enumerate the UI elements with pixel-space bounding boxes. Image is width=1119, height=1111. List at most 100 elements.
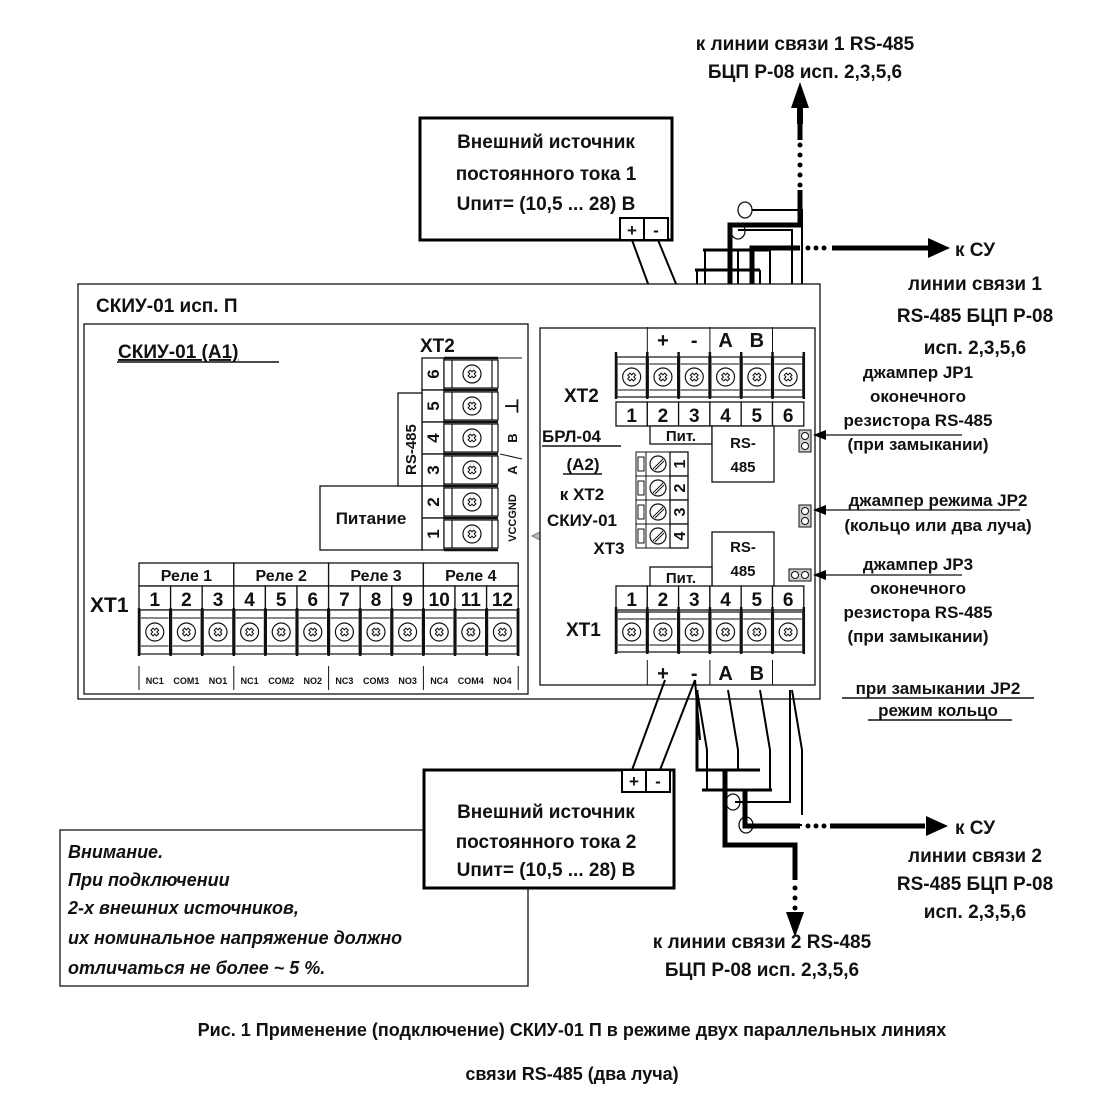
a2-xt1-screw-3[interactable] bbox=[684, 622, 704, 642]
a1-title: СКИУ-01 (А1) bbox=[118, 342, 238, 363]
a1-xt1-screw-9[interactable] bbox=[398, 622, 418, 642]
a2-xt1-screw-2[interactable] bbox=[653, 622, 673, 642]
a2-xt1-rs-label-2: 485 bbox=[730, 563, 755, 580]
a1-xt1-pin-12: 12 bbox=[492, 590, 513, 611]
a1-xt1-screw-8[interactable] bbox=[366, 622, 386, 642]
a2-xt1-screw-5[interactable] bbox=[747, 622, 767, 642]
a2-xt2-pin-4: 4 bbox=[720, 406, 731, 427]
a2-xt2-screw-2[interactable] bbox=[653, 367, 673, 387]
warning-line-4: их номинальное напряжение должно bbox=[68, 928, 402, 948]
a2-xt3-label: ХТ3 bbox=[593, 539, 624, 558]
a2-xt1-sign-1: + bbox=[657, 663, 669, 685]
a1-xt2-signal-a: A bbox=[505, 465, 520, 475]
a2-xt1-screw-1[interactable] bbox=[622, 622, 642, 642]
a2-xt2-label: ХТ2 bbox=[564, 386, 599, 407]
a1-xt1-screw-5[interactable] bbox=[271, 622, 291, 642]
a1-xt1-screw-6[interactable] bbox=[303, 622, 323, 642]
a2-xt2-screw-3[interactable] bbox=[684, 367, 704, 387]
a2-xt2-sign-1: + bbox=[657, 330, 669, 352]
a2-subtitle: (А2) bbox=[566, 455, 599, 474]
a1-xt1-label: ХТ1 bbox=[90, 594, 129, 617]
a2-xt2-pin-1: 1 bbox=[626, 406, 637, 427]
su-line2-label-3: RS-485 БЦП Р-08 bbox=[897, 874, 1053, 895]
a2-xt2-screw-5[interactable] bbox=[747, 367, 767, 387]
a1-rs485-label: RS-485 bbox=[403, 424, 420, 475]
psu1-label-3: Uпит= (10,5 ... 28) В bbox=[457, 194, 636, 215]
a2-xt1-pin-1: 1 bbox=[626, 590, 637, 611]
a1-xt1-pin-10: 10 bbox=[429, 590, 450, 611]
a2-xt2-screw-6[interactable] bbox=[778, 367, 798, 387]
warning-line-2: При подключении bbox=[68, 870, 230, 890]
a1-xt1-signal-3: NO1 bbox=[209, 676, 228, 686]
a1-xt1-signal-10: NC4 bbox=[430, 676, 448, 686]
a1-xt1-pin-5: 5 bbox=[276, 590, 287, 611]
su-line2-label-4: исп. 2,3,5,6 bbox=[924, 902, 1026, 923]
bottom-line2-label-1: к линии связи 2 RS-485 bbox=[653, 932, 872, 953]
a2-xt2-pin-5: 5 bbox=[752, 406, 763, 427]
a2-xt2-sign-4: B bbox=[750, 330, 764, 352]
jumper-jp1[interactable] bbox=[798, 429, 812, 453]
a2-xt3-pin-4: 4 bbox=[672, 531, 689, 540]
a1-xt2-screw-2[interactable] bbox=[462, 492, 482, 512]
psu2-label-1: Внешний источник bbox=[457, 802, 635, 823]
a1-xt2-screw-6[interactable] bbox=[462, 364, 482, 384]
a2-xt3-screw-1[interactable] bbox=[649, 455, 667, 473]
a2-xt1-sign-2: - bbox=[691, 663, 698, 685]
a2-xt3-pin-1: 1 bbox=[672, 459, 689, 468]
a2-xt1-screw-6[interactable] bbox=[778, 622, 798, 642]
a1-xt1-screw-2[interactable] bbox=[176, 622, 196, 642]
a1-xt2-signal-b: B bbox=[505, 433, 520, 442]
a1-xt1-screw-1[interactable] bbox=[145, 622, 165, 642]
psu1-box: Внешний источник постоянного тока 1 Uпит… bbox=[418, 116, 674, 242]
a2-xt2-pin-6: 6 bbox=[783, 406, 794, 427]
a1-xt1-screw-12[interactable] bbox=[492, 622, 512, 642]
a1-xt1-screw-11[interactable] bbox=[461, 622, 481, 642]
jumper-jp2[interactable] bbox=[798, 504, 812, 528]
warning-box: Внимание. При подключении 2-х внешних ис… bbox=[59, 829, 529, 987]
a1-xt2-pin-5: 5 bbox=[424, 401, 443, 410]
jumper-jp3[interactable] bbox=[788, 568, 812, 582]
warning-line-1: Внимание. bbox=[68, 842, 163, 862]
a1-xt2-label: ХТ2 bbox=[420, 336, 455, 357]
a1-xt1-pin-4: 4 bbox=[244, 590, 255, 611]
device-title: СКИУ-01 исп. П bbox=[96, 296, 237, 317]
a1-rs485-box bbox=[397, 392, 423, 487]
caption-line-1: Рис. 1 Применение (подключение) СКИУ-01 … bbox=[198, 1020, 947, 1040]
a1-xt2-signal-ground: ⊥ bbox=[502, 398, 522, 414]
a2-xt2-pin-3: 3 bbox=[689, 406, 700, 427]
psu2-plus-terminal: + bbox=[629, 772, 639, 791]
a1-power-box bbox=[319, 485, 423, 551]
psu2-box: + - Внешний источник постоянного тока 2 … bbox=[422, 768, 676, 890]
caption-line-2: связи RS-485 (два луча) bbox=[465, 1064, 678, 1084]
a1-relay-label-1: Реле 1 bbox=[161, 568, 212, 585]
a2-xt3-screw-2[interactable] bbox=[649, 479, 667, 497]
a1-xt2-pin-1: 1 bbox=[424, 529, 443, 538]
a2-xt1-screw-4[interactable] bbox=[715, 622, 736, 642]
a1-xt1-signal-5: COM2 bbox=[268, 676, 294, 686]
a2-xt2-screw-4[interactable] bbox=[715, 367, 736, 387]
a2-xt3-screw-3[interactable] bbox=[649, 503, 667, 521]
jp3-label-3: резистора RS-485 bbox=[844, 603, 993, 622]
a1-xt1-screw-4[interactable] bbox=[240, 622, 260, 642]
su-line1-label-3: RS-485 БЦП Р-08 bbox=[897, 306, 1053, 327]
a1-relay-label-3: Реле 3 bbox=[350, 568, 401, 585]
a2-xt2-sign-3: A bbox=[718, 330, 732, 352]
a2-to-xt2-label: к ХТ2 bbox=[560, 485, 604, 504]
a2-xt2-pin-2: 2 bbox=[658, 406, 669, 427]
a2-xt3-screw-4[interactable] bbox=[649, 527, 667, 545]
a1-xt1-screw-10[interactable] bbox=[429, 622, 449, 642]
a1-xt2-screw-3[interactable] bbox=[462, 460, 482, 480]
a1-xt2-screw-5[interactable] bbox=[462, 396, 482, 416]
a2-xt2-screw-1[interactable] bbox=[622, 367, 642, 387]
a1-xt2-screw-4[interactable] bbox=[462, 428, 482, 448]
psu1-minus-terminal: - bbox=[653, 221, 659, 240]
a2-xt1-pin-5: 5 bbox=[752, 590, 763, 611]
jp1-label-3: резистора RS-485 bbox=[844, 411, 993, 430]
a2-xt1-sign-3: A bbox=[718, 663, 732, 685]
a2-xt1-pin-4: 4 bbox=[720, 590, 731, 611]
a1-xt1-screw-3[interactable] bbox=[208, 622, 228, 642]
a1-xt2-screw-1[interactable] bbox=[462, 524, 482, 544]
a1-xt1-screw-7[interactable] bbox=[334, 622, 354, 642]
